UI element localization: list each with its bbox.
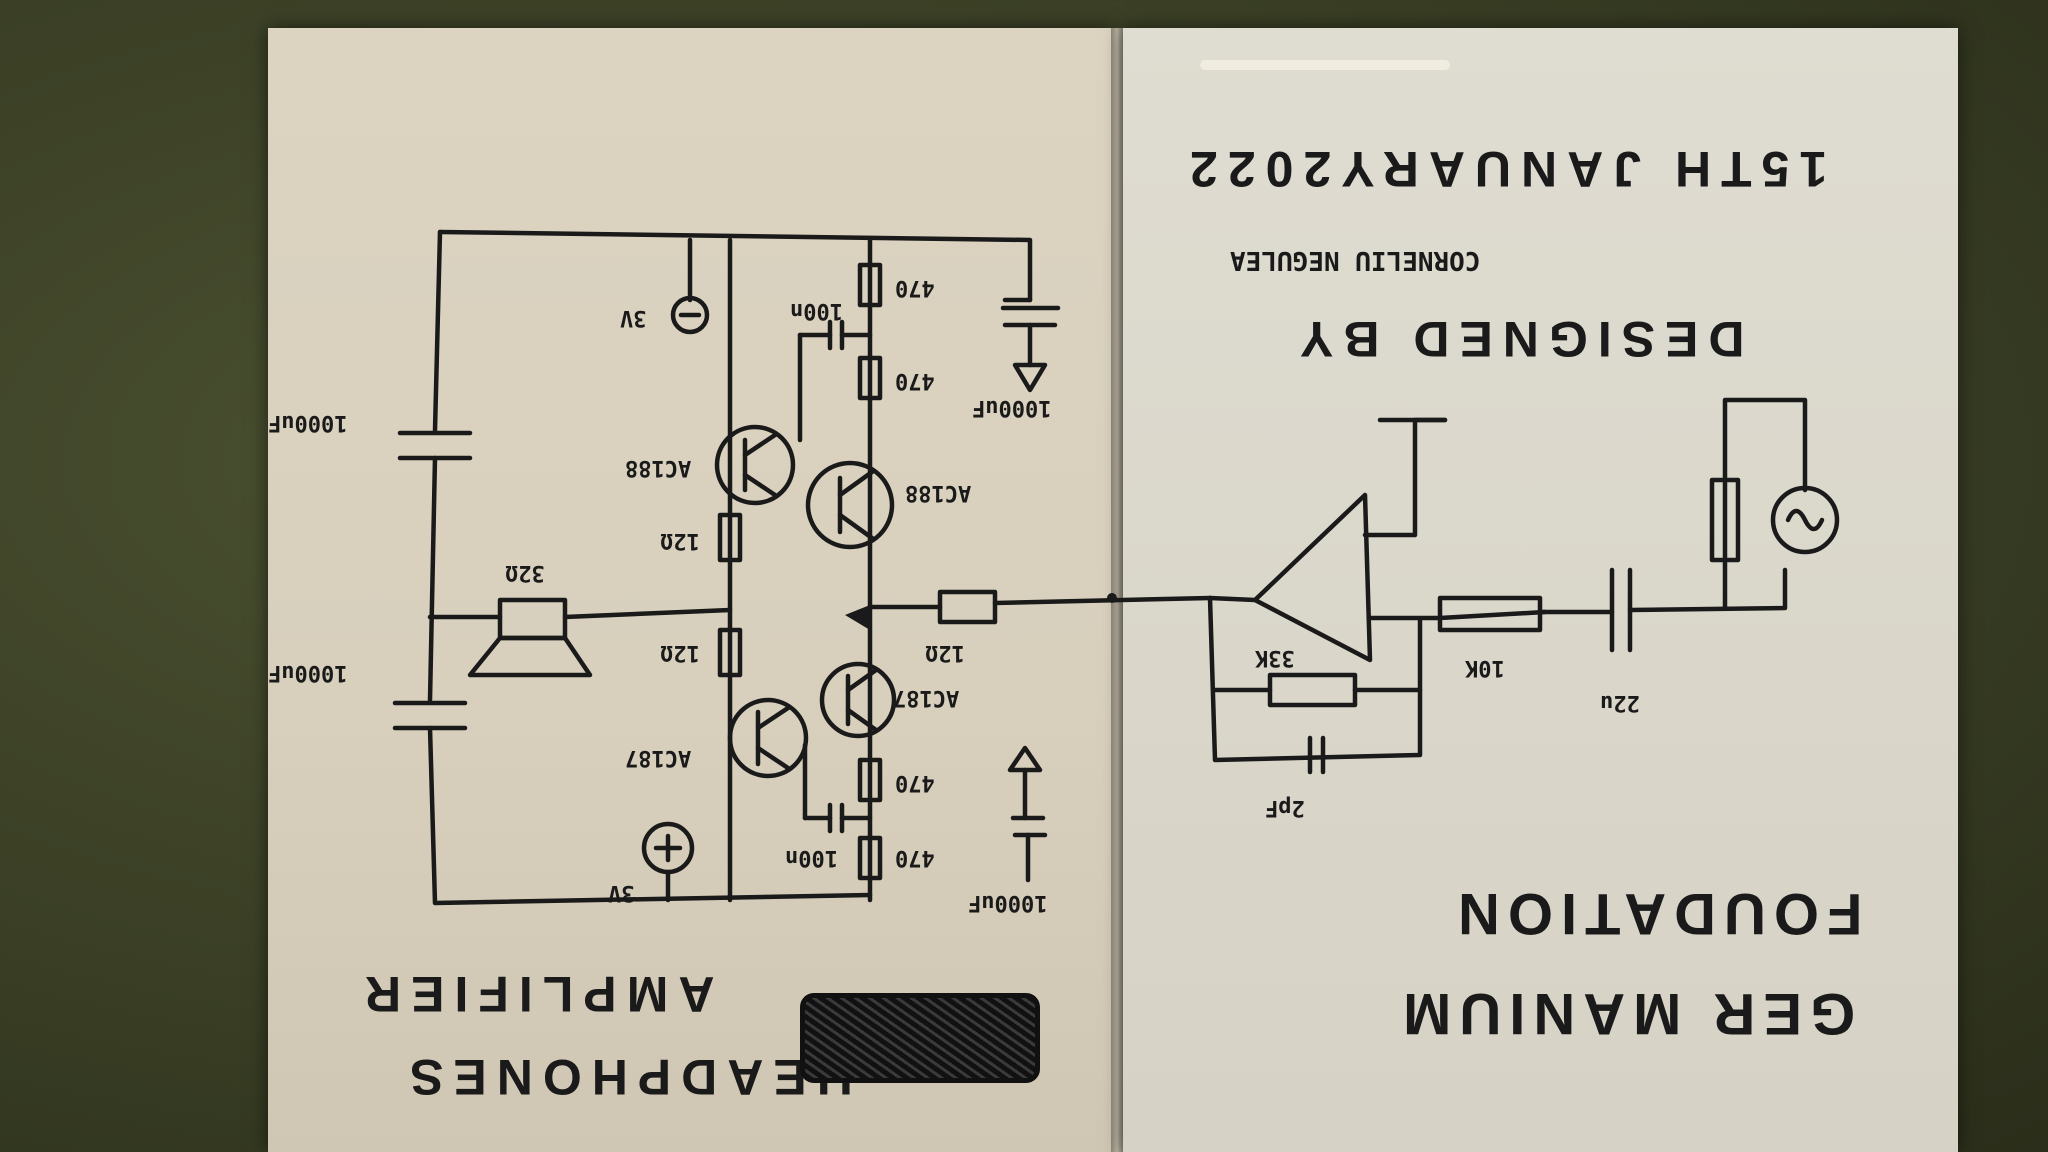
label-cap-top-left: 1000uF xyxy=(268,410,348,435)
transistor-q2 xyxy=(727,697,809,779)
opamp-triangle xyxy=(1252,492,1373,663)
res-input-12 xyxy=(937,589,998,625)
feedback-outer-loop xyxy=(1207,595,1423,763)
title-amplifier: AMPLIFIER xyxy=(355,966,715,1022)
label-neg-supply: 3V xyxy=(620,305,647,330)
transistor-q3 xyxy=(805,460,895,550)
signal-source-symbol xyxy=(1770,485,1840,555)
res-source xyxy=(1709,477,1741,563)
neg-supply-symbol xyxy=(670,295,710,335)
credit-designed-by: DESIGNED BY xyxy=(1290,311,1745,367)
junction-dot xyxy=(1107,593,1117,603)
credit-name: CORNELIU NEGULEA xyxy=(1230,245,1481,275)
bottom-rail-wire xyxy=(427,725,873,906)
label-r470-2: 470 xyxy=(895,368,935,393)
scribbled-out-text xyxy=(800,993,1040,1083)
label-q4: AC187 xyxy=(893,685,960,710)
label-r-feedback: 33K xyxy=(1255,645,1295,670)
res-emitter-bottom xyxy=(717,627,743,678)
source-wire-bottom xyxy=(1627,567,1788,613)
res-470-1 xyxy=(857,262,883,308)
q2-collector xyxy=(755,705,791,731)
speaker-lead-right xyxy=(562,607,733,620)
q2-emitter xyxy=(755,745,791,771)
label-r-input: 12Ω xyxy=(925,640,965,665)
speaker-cone xyxy=(467,635,593,678)
output-node-arrow xyxy=(845,605,870,630)
transistor-q1 xyxy=(714,424,796,506)
ground-top xyxy=(1012,362,1048,393)
q1-collector xyxy=(742,432,778,458)
label-r470-1: 470 xyxy=(895,275,935,300)
res-470-4 xyxy=(857,835,883,881)
date-label: 15TH JANUARY2022 xyxy=(1180,141,1828,197)
q3-collector xyxy=(837,469,875,498)
opamp-input-wire xyxy=(1437,609,1548,621)
notebook-spine xyxy=(1111,28,1123,1152)
opamp-output-wire xyxy=(1207,595,1258,603)
res-470-3 xyxy=(857,757,883,803)
speaker-body xyxy=(497,597,568,641)
label-r470-4: 470 xyxy=(895,845,935,870)
res-33k xyxy=(1267,672,1358,708)
opamp-power-lead xyxy=(1362,417,1448,538)
label-c-22u: 22u xyxy=(1600,690,1640,715)
label-q1: AC188 xyxy=(625,455,692,480)
source-wire-top xyxy=(1722,397,1808,611)
label-c100n-bottom: 100n xyxy=(785,845,838,870)
output-wire-2 xyxy=(992,595,1213,606)
q1-emitter xyxy=(742,472,778,498)
label-r-emitter-top: 12Ω xyxy=(660,528,700,553)
title-germanium: GER MANIUM xyxy=(1395,981,1856,1046)
tape-strip xyxy=(1200,60,1450,70)
right-page xyxy=(1123,28,1958,1152)
label-speaker: 32Ω xyxy=(505,560,545,585)
label-r470-3: 470 xyxy=(895,770,935,795)
title-headphones: HEADPHONES xyxy=(400,1049,853,1105)
sine-wave xyxy=(1785,508,1825,532)
label-cap-bottom-left: 1000uF xyxy=(268,660,348,685)
label-q2: AC187 xyxy=(625,745,692,770)
title-foundation: FOUDATION xyxy=(1450,881,1863,946)
label-c100n-top: 100n xyxy=(790,298,843,323)
top-rail-wire xyxy=(437,229,1033,303)
label-c-feedback: 2pF xyxy=(1265,795,1305,820)
arrow-bottom-right xyxy=(1007,745,1043,773)
label-r-emitter-bottom: 12Ω xyxy=(660,640,700,665)
res-emitter-top xyxy=(717,512,743,563)
left-rail-mid xyxy=(427,455,438,703)
label-r-10k: 10K xyxy=(1465,655,1505,680)
label-q3: AC188 xyxy=(905,480,972,505)
res-470-2 xyxy=(857,355,883,401)
label-pos-supply: 3V xyxy=(608,880,635,905)
transistor-q4 xyxy=(819,661,897,739)
label-cap-bottom-right: 1000uF xyxy=(968,890,1048,915)
label-cap-top-right: 1000uF xyxy=(972,395,1052,420)
q3-emitter xyxy=(837,512,875,541)
left-rail-upper xyxy=(432,229,443,433)
